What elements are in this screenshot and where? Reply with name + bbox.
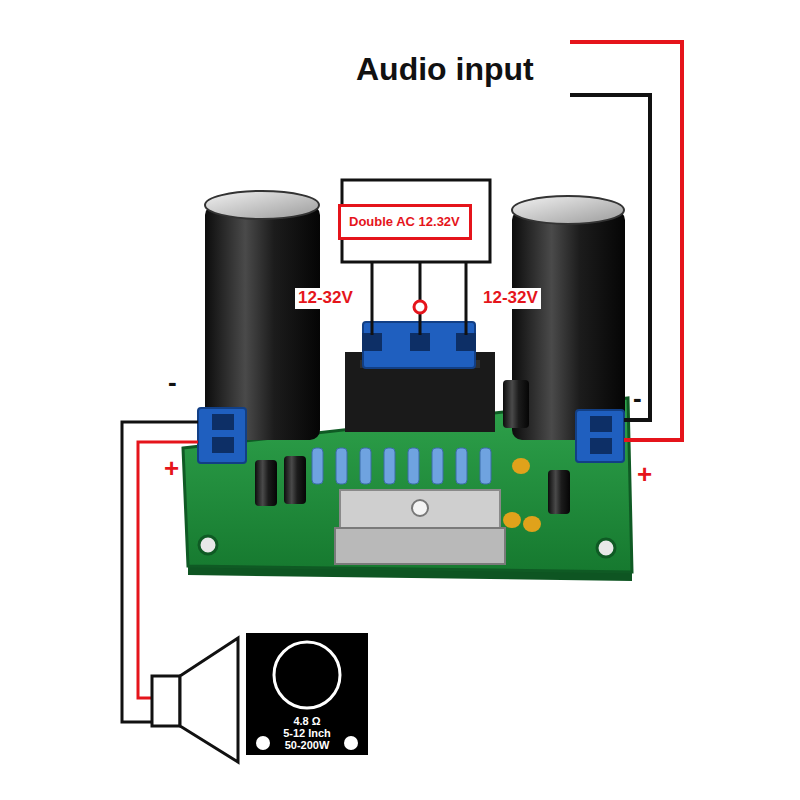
- resistor-symbol: [336, 448, 347, 484]
- mount-dot: [256, 736, 270, 750]
- chip-body: [335, 528, 505, 564]
- polarity-sign: +: [164, 454, 179, 483]
- small-capacitor: [503, 380, 529, 428]
- resistor-symbol: [432, 448, 443, 484]
- terminal-screw: [212, 437, 234, 453]
- terminal-block: [576, 410, 624, 462]
- speaker-outline: [274, 642, 340, 708]
- resistor-symbol: [480, 448, 491, 484]
- supply-wire: [371, 262, 374, 335]
- small-capacitor: [284, 456, 306, 504]
- small-capacitor: [255, 460, 277, 506]
- ceramic-capacitor: [523, 516, 541, 532]
- supply-wire: [419, 262, 422, 335]
- mount-hole: [199, 536, 217, 554]
- terminal-screw: [212, 414, 234, 430]
- resistor-symbol: [312, 448, 323, 484]
- polarity-sign: -: [633, 384, 642, 413]
- input-label: Audio input: [356, 52, 534, 87]
- speaker-symbol: [152, 676, 180, 726]
- speaker-spec-box: 4.8 Ω5-12 Inch50-200W: [246, 633, 368, 755]
- terminal-screw: [456, 333, 476, 351]
- small-capacitor: [548, 470, 570, 514]
- ceramic-capacitor: [503, 512, 521, 528]
- voltage-label: 12-32V: [480, 288, 541, 309]
- speaker-cone: [180, 638, 238, 762]
- spec-text: 5-12 Inch: [283, 727, 331, 739]
- voltage-label: 12-32V: [295, 288, 356, 309]
- terminal-screw: [590, 416, 612, 432]
- terminal-screw: [362, 333, 382, 351]
- resistor-row: [312, 448, 491, 484]
- input-wire-positive: [570, 42, 682, 440]
- supply-wire: [465, 262, 468, 335]
- polarity-sign: -: [168, 368, 177, 397]
- terminal-block: [198, 408, 246, 463]
- resistor-symbol: [408, 448, 419, 484]
- resistor-symbol: [456, 448, 467, 484]
- terminal-screw: [590, 438, 612, 454]
- chip-hole: [412, 500, 428, 516]
- ceramic-capacitor: [512, 458, 530, 474]
- capacitor-body: [205, 205, 320, 440]
- power-input-box: Double AC 12.32V: [338, 204, 472, 240]
- mount-dot: [344, 736, 358, 750]
- spec-text: 4.8 Ω: [293, 715, 320, 727]
- box-label: Double AC 12.32V: [349, 214, 461, 230]
- input-wire-negative: [570, 95, 650, 420]
- terminal-screw: [410, 333, 430, 351]
- chip-tab: [340, 490, 500, 530]
- polarity-sign: +: [637, 460, 652, 489]
- capacitor-top: [512, 196, 624, 224]
- resistor-symbol: [360, 448, 371, 484]
- ground-symbol: [414, 301, 426, 313]
- capacitor-top: [205, 191, 319, 219]
- resistor-symbol: [384, 448, 395, 484]
- mount-hole: [597, 539, 615, 557]
- spec-text: 50-200W: [285, 739, 330, 751]
- speaker-wire-positive: [138, 442, 198, 698]
